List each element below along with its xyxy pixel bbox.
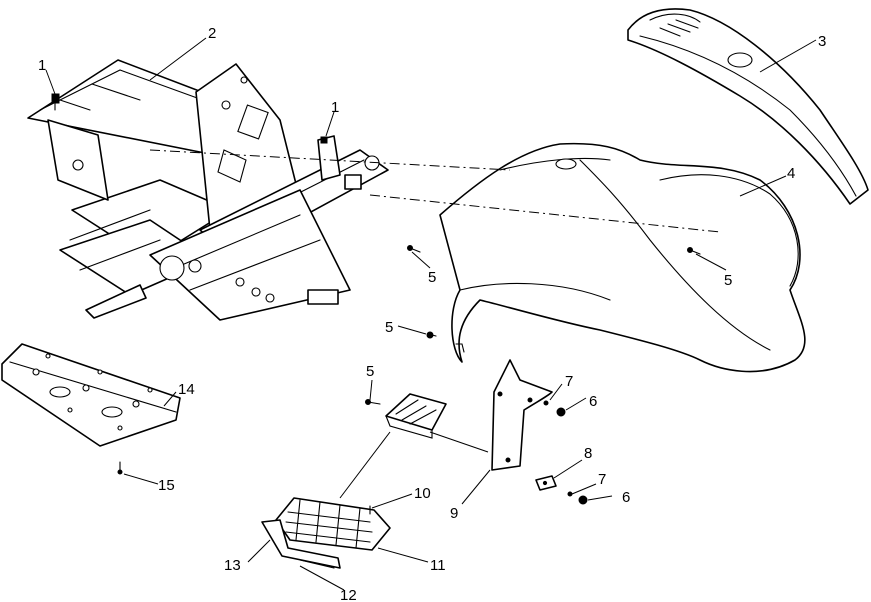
skid-plate (1, 343, 181, 447)
alignment-line-upper (149, 149, 511, 171)
callout-5-fender-right: 5 (724, 272, 732, 289)
callout-12: 12 (340, 587, 357, 602)
callout-3: 3 (818, 33, 826, 50)
footrest-small (385, 393, 447, 439)
callout-8: 8 (584, 445, 592, 462)
callout-5-fender-left: 5 (428, 269, 436, 286)
callout-11: 11 (430, 557, 446, 574)
callout-9: 9 (450, 505, 458, 522)
callout-2: 2 (208, 25, 216, 42)
callout-1-left: 1 (38, 57, 46, 74)
front-fender (439, 142, 806, 373)
callout-13: 13 (224, 557, 241, 574)
callout-7-lower: 7 (598, 471, 606, 488)
callout-6-lower: 6 (622, 489, 630, 506)
callout-14: 14 (178, 381, 195, 398)
callout-7-upper: 7 (565, 373, 573, 390)
callout-10: 10 (414, 485, 431, 502)
callout-15: 15 (158, 477, 175, 494)
callout-4: 4 (787, 165, 795, 182)
leader-lines (45, 37, 817, 591)
mud-flap (491, 359, 553, 471)
bracket-plate (535, 475, 557, 491)
footrest-assembly (261, 497, 391, 569)
callout-6-upper: 6 (589, 393, 597, 410)
callout-1-right: 1 (331, 99, 339, 116)
alignment-line-lower (369, 194, 721, 233)
fasteners (117, 245, 701, 515)
callout-5-middle: 5 (385, 319, 393, 336)
callout-5-footrest: 5 (366, 363, 374, 380)
frame-assembly (27, 59, 389, 321)
front-rack-cover (627, 8, 869, 205)
